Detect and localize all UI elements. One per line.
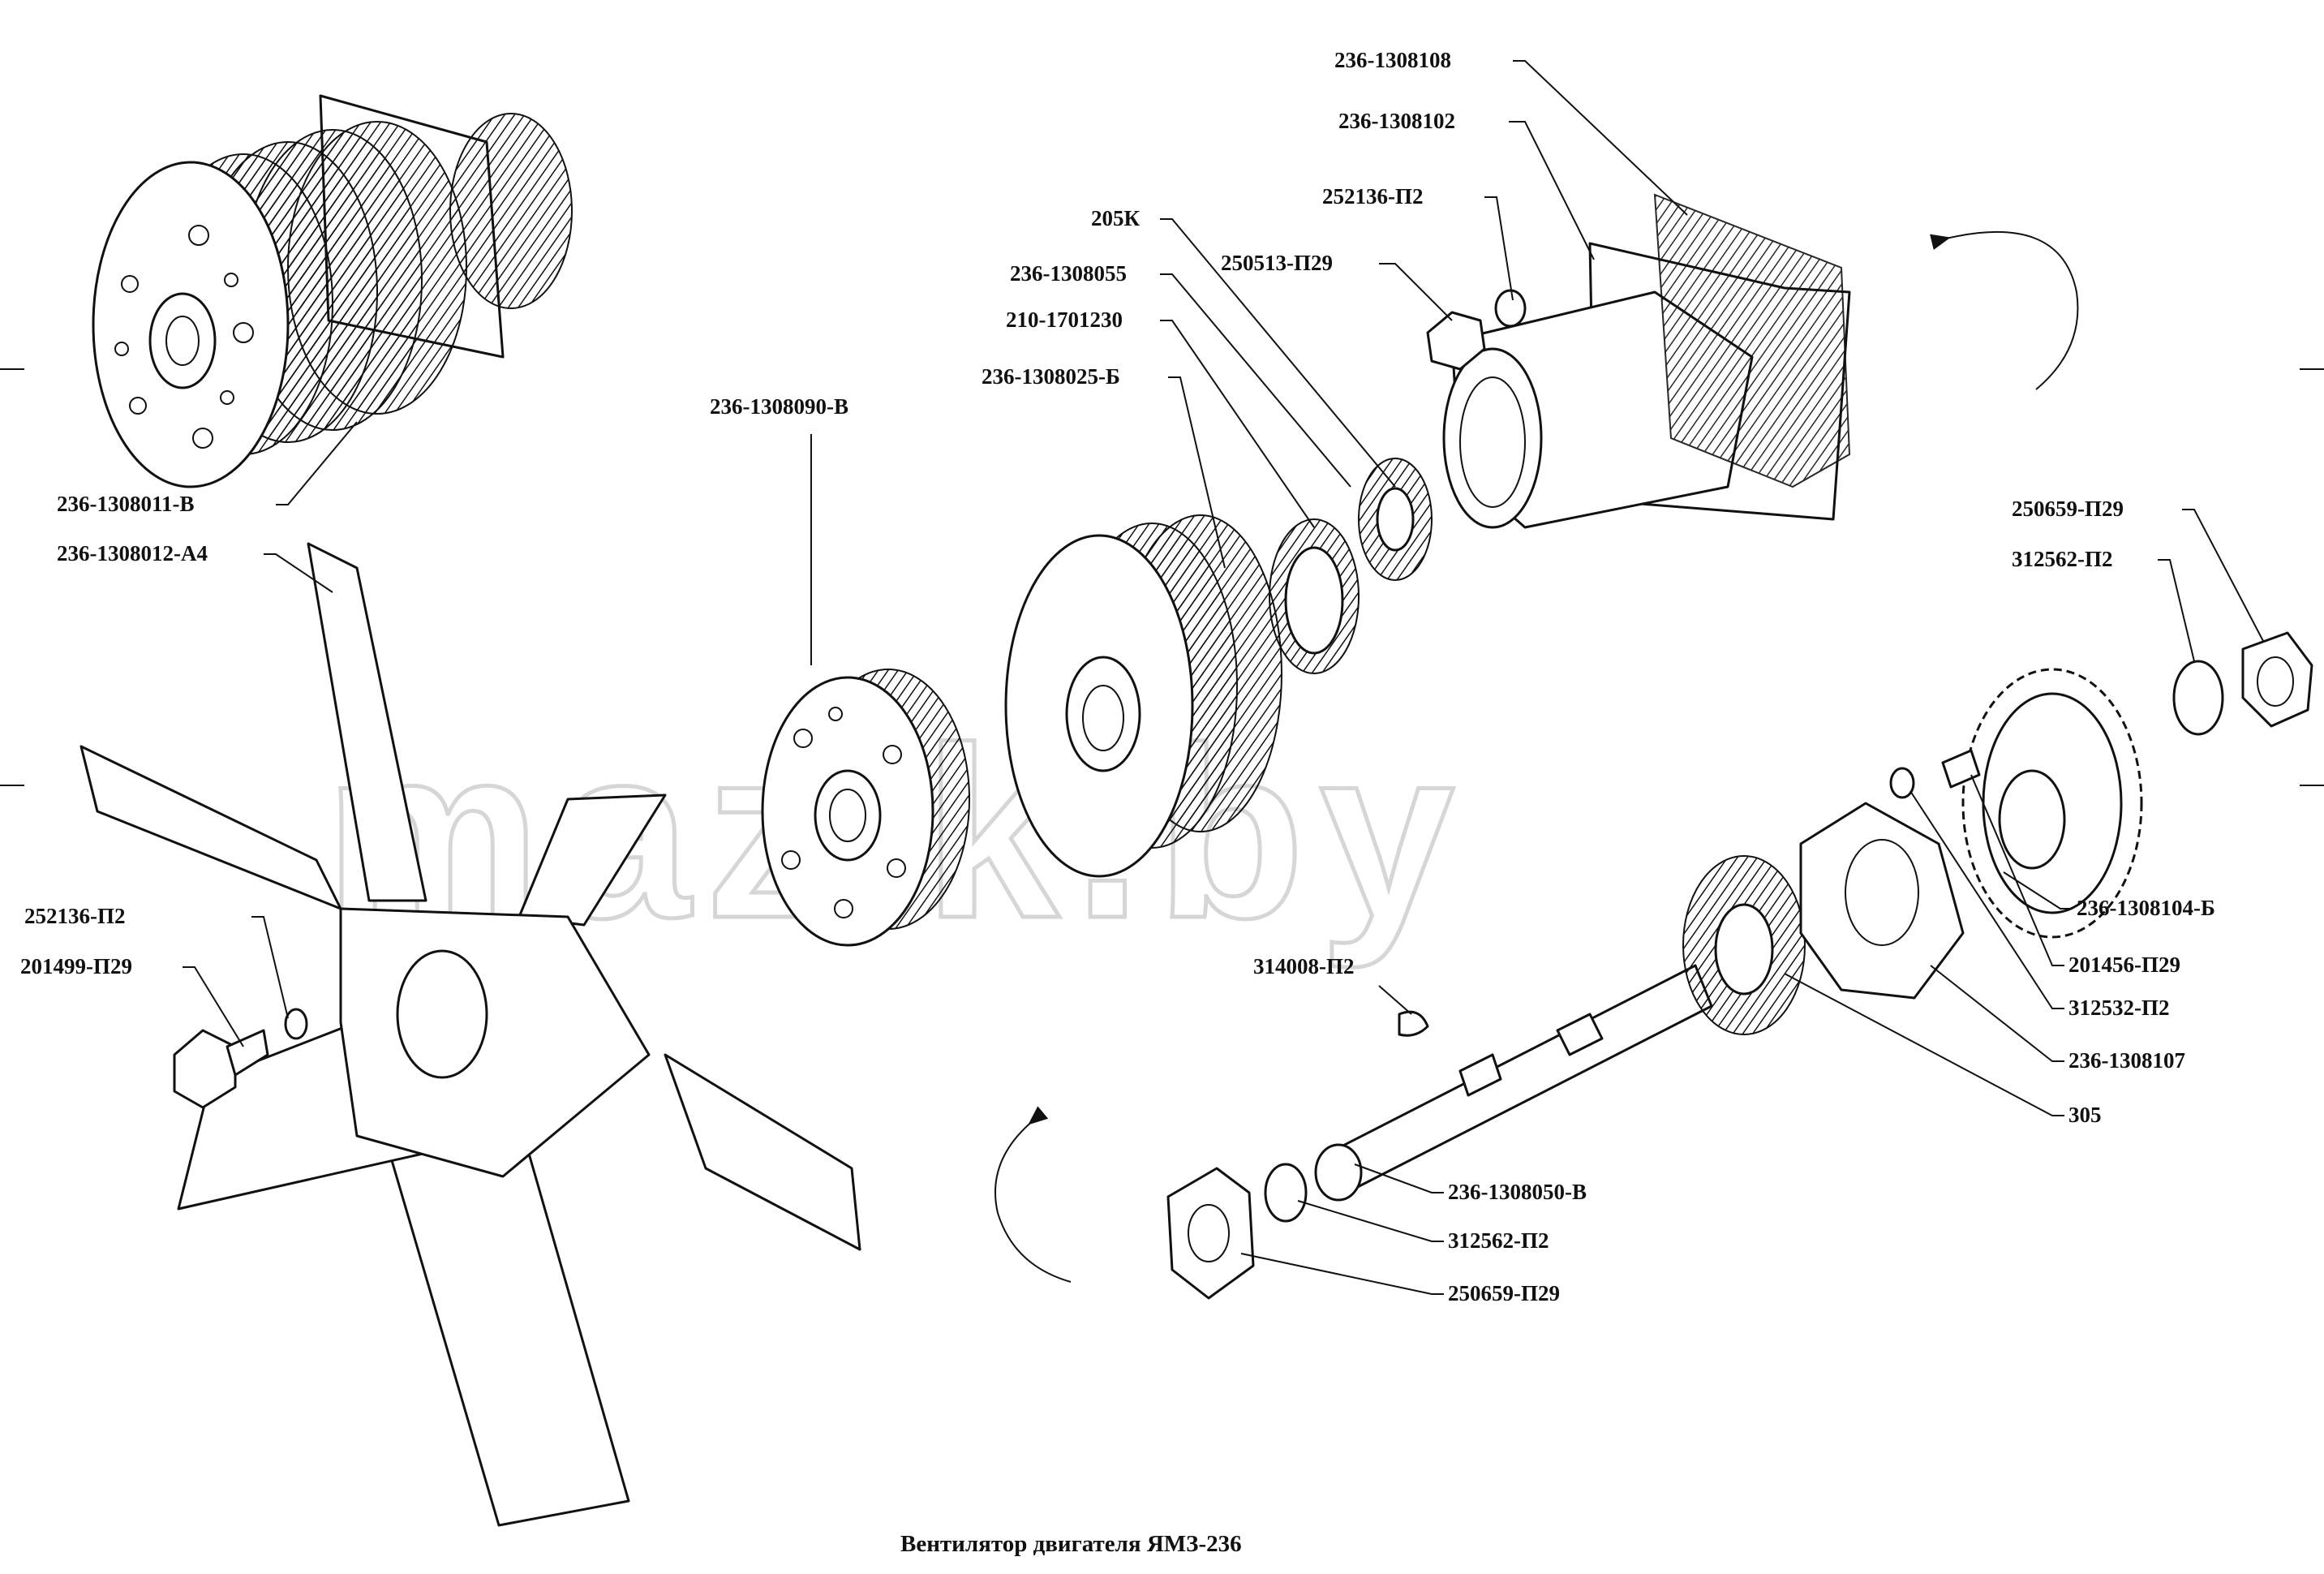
label-250513-p29: 250513-П29 <box>1221 251 1333 275</box>
flange-plate <box>1799 802 1965 1000</box>
small-bolt-washer <box>1889 749 1981 799</box>
bearing-housing <box>1442 193 1851 529</box>
label-305: 305 <box>2068 1103 2102 1127</box>
pulley-rear <box>1004 514 1282 878</box>
label-236-1308012-a4: 236-1308012-А4 <box>57 541 208 566</box>
label-236-1308107: 236-1308107 <box>2068 1048 2185 1073</box>
fan-impeller <box>79 542 861 1527</box>
label-312562-p2-lower: 312562-П2 <box>1448 1228 1549 1253</box>
seal-and-bearing <box>1269 458 1433 674</box>
label-205k: 205К <box>1091 206 1141 230</box>
label-252136-p2-upper: 252136-П2 <box>1322 184 1424 209</box>
label-236-1308102: 236-1308102 <box>1338 109 1455 133</box>
assembled-drive <box>92 94 573 488</box>
label-236-1308108: 236-1308108 <box>1334 48 1451 72</box>
label-210-1701230: 210-1701230 <box>1006 307 1123 332</box>
label-314008-p2: 314008-П2 <box>1253 954 1355 978</box>
label-236-1308050-v: 236-1308050-В <box>1448 1180 1587 1204</box>
label-236-1308104-b: 236-1308104-Б <box>2077 896 2215 920</box>
axis-marks <box>0 368 2324 786</box>
fan-bolt <box>173 1008 308 1109</box>
label-236-1308011-v: 236-1308011-В <box>57 492 195 516</box>
label-236-1308090-v: 236-1308090-В <box>710 394 848 419</box>
label-312532-p2: 312532-П2 <box>2068 996 2170 1020</box>
pulley-front <box>761 669 970 947</box>
bearing-305 <box>1682 855 1806 1035</box>
label-312562-p2-right: 312562-П2 <box>2012 547 2113 571</box>
part-labels: 236-1308108 236-1308102 252136-П2 205К 2… <box>20 48 2215 1305</box>
rear-nut-washer <box>2172 631 2313 736</box>
shaft <box>1314 964 1713 1202</box>
upper-nut-washer <box>1426 289 1527 371</box>
leader-lines <box>183 60 2264 1295</box>
drive-gear <box>1961 668 2143 939</box>
label-201499-p29: 201499-П29 <box>20 954 132 978</box>
label-201456-p29: 201456-П29 <box>2068 953 2180 977</box>
key <box>1398 1010 1429 1037</box>
label-250659-p29-lower: 250659-П29 <box>1448 1281 1560 1305</box>
label-236-1308055: 236-1308055 <box>1010 261 1127 286</box>
label-252136-p2-left: 252136-П2 <box>24 904 126 928</box>
label-236-1308025-b: 236-1308025-Б <box>982 364 1120 389</box>
rotation-arrow-upper <box>1930 230 2079 390</box>
diagram-caption: Вентилятор двигателя ЯМЗ-236 <box>900 1531 1242 1557</box>
rotation-arrow-lower <box>994 1106 1072 1283</box>
lower-nut-washer <box>1166 1163 1308 1300</box>
label-250659-p29-right: 250659-П29 <box>2012 497 2124 521</box>
